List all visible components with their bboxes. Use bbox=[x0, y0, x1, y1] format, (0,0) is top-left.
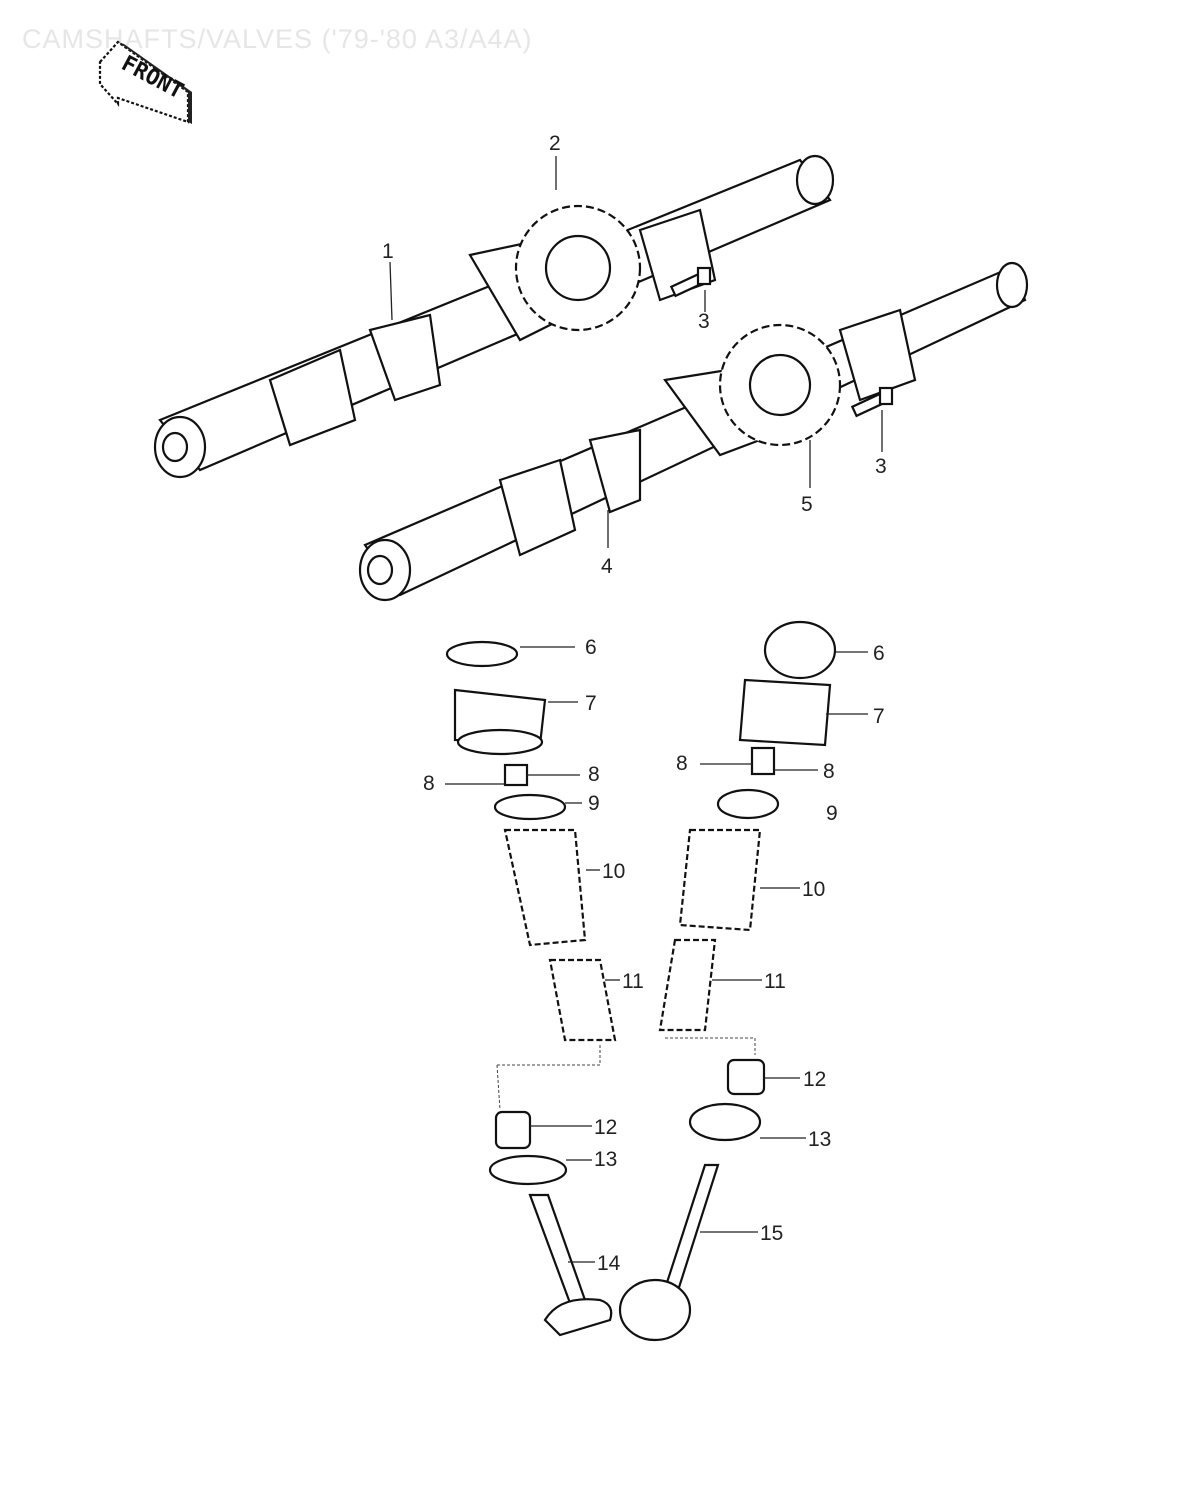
callout-8b: 8 bbox=[588, 763, 600, 786]
callouts: 1 2 3 3 4 5 6 6 7 7 8 8 8 8 9 9 10 10 11… bbox=[382, 132, 887, 1275]
seat-13-right bbox=[688, 1102, 762, 1142]
callout-10b: 10 bbox=[802, 878, 825, 901]
callout-10a: 10 bbox=[602, 860, 625, 883]
seat-13-left bbox=[488, 1154, 568, 1186]
retainer-9-left bbox=[493, 793, 567, 821]
spring-10-left bbox=[503, 828, 587, 947]
cotter-8-right bbox=[750, 746, 776, 776]
front-arrow-badge: FRONT bbox=[98, 40, 192, 124]
callout-5: 5 bbox=[801, 493, 813, 516]
callout-9a: 9 bbox=[588, 792, 600, 815]
callout-7b: 7 bbox=[873, 705, 885, 728]
valve-14 bbox=[528, 1193, 587, 1305]
callout-2: 2 bbox=[549, 132, 561, 155]
bucket-7-right bbox=[738, 678, 832, 747]
retainer-9-right bbox=[716, 788, 780, 820]
callout-13b: 13 bbox=[808, 1128, 831, 1151]
callout-9b: 9 bbox=[826, 802, 838, 825]
callout-12a: 12 bbox=[594, 1116, 617, 1139]
callout-11a: 11 bbox=[622, 970, 644, 993]
sprocket-bolt-3b bbox=[850, 386, 894, 418]
spring-11-left bbox=[548, 958, 617, 1042]
sprocket-bolt-3a bbox=[669, 266, 712, 298]
callout-3b: 3 bbox=[875, 455, 887, 478]
callout-4: 4 bbox=[601, 555, 613, 578]
callout-14: 14 bbox=[597, 1252, 621, 1275]
cam-sprocket-2 bbox=[514, 204, 642, 332]
valve-assembly-left bbox=[445, 640, 617, 1337]
callout-6b: 6 bbox=[873, 642, 885, 665]
callout-11b: 11 bbox=[764, 970, 786, 993]
leader-lines bbox=[389, 156, 883, 1263]
shim-6-right bbox=[763, 620, 837, 680]
callout-8a: 8 bbox=[423, 772, 435, 795]
callout-8d: 8 bbox=[823, 760, 835, 783]
callout-13a: 13 bbox=[594, 1148, 617, 1171]
seal-12-right bbox=[726, 1058, 766, 1096]
callout-6a: 6 bbox=[585, 636, 597, 659]
seal-12-left bbox=[494, 1110, 532, 1150]
callout-15: 15 bbox=[760, 1222, 783, 1245]
diagram-title: CAMSHAFTS/VALVES ('79-'80 A3/A4A) bbox=[22, 24, 533, 54]
spring-11-right bbox=[658, 938, 717, 1032]
spring-10-right bbox=[678, 828, 762, 932]
cam-sprocket-5 bbox=[718, 323, 842, 447]
camshaft-1 bbox=[153, 154, 835, 479]
callout-8c: 8 bbox=[676, 752, 688, 775]
valve-assembly-right bbox=[618, 620, 837, 1342]
callout-1: 1 bbox=[382, 240, 394, 263]
callout-12b: 12 bbox=[803, 1068, 826, 1091]
callout-7a: 7 bbox=[585, 692, 597, 715]
callout-3a: 3 bbox=[698, 310, 710, 333]
cotter-8-left bbox=[503, 763, 529, 787]
shim-6-left bbox=[445, 640, 519, 668]
